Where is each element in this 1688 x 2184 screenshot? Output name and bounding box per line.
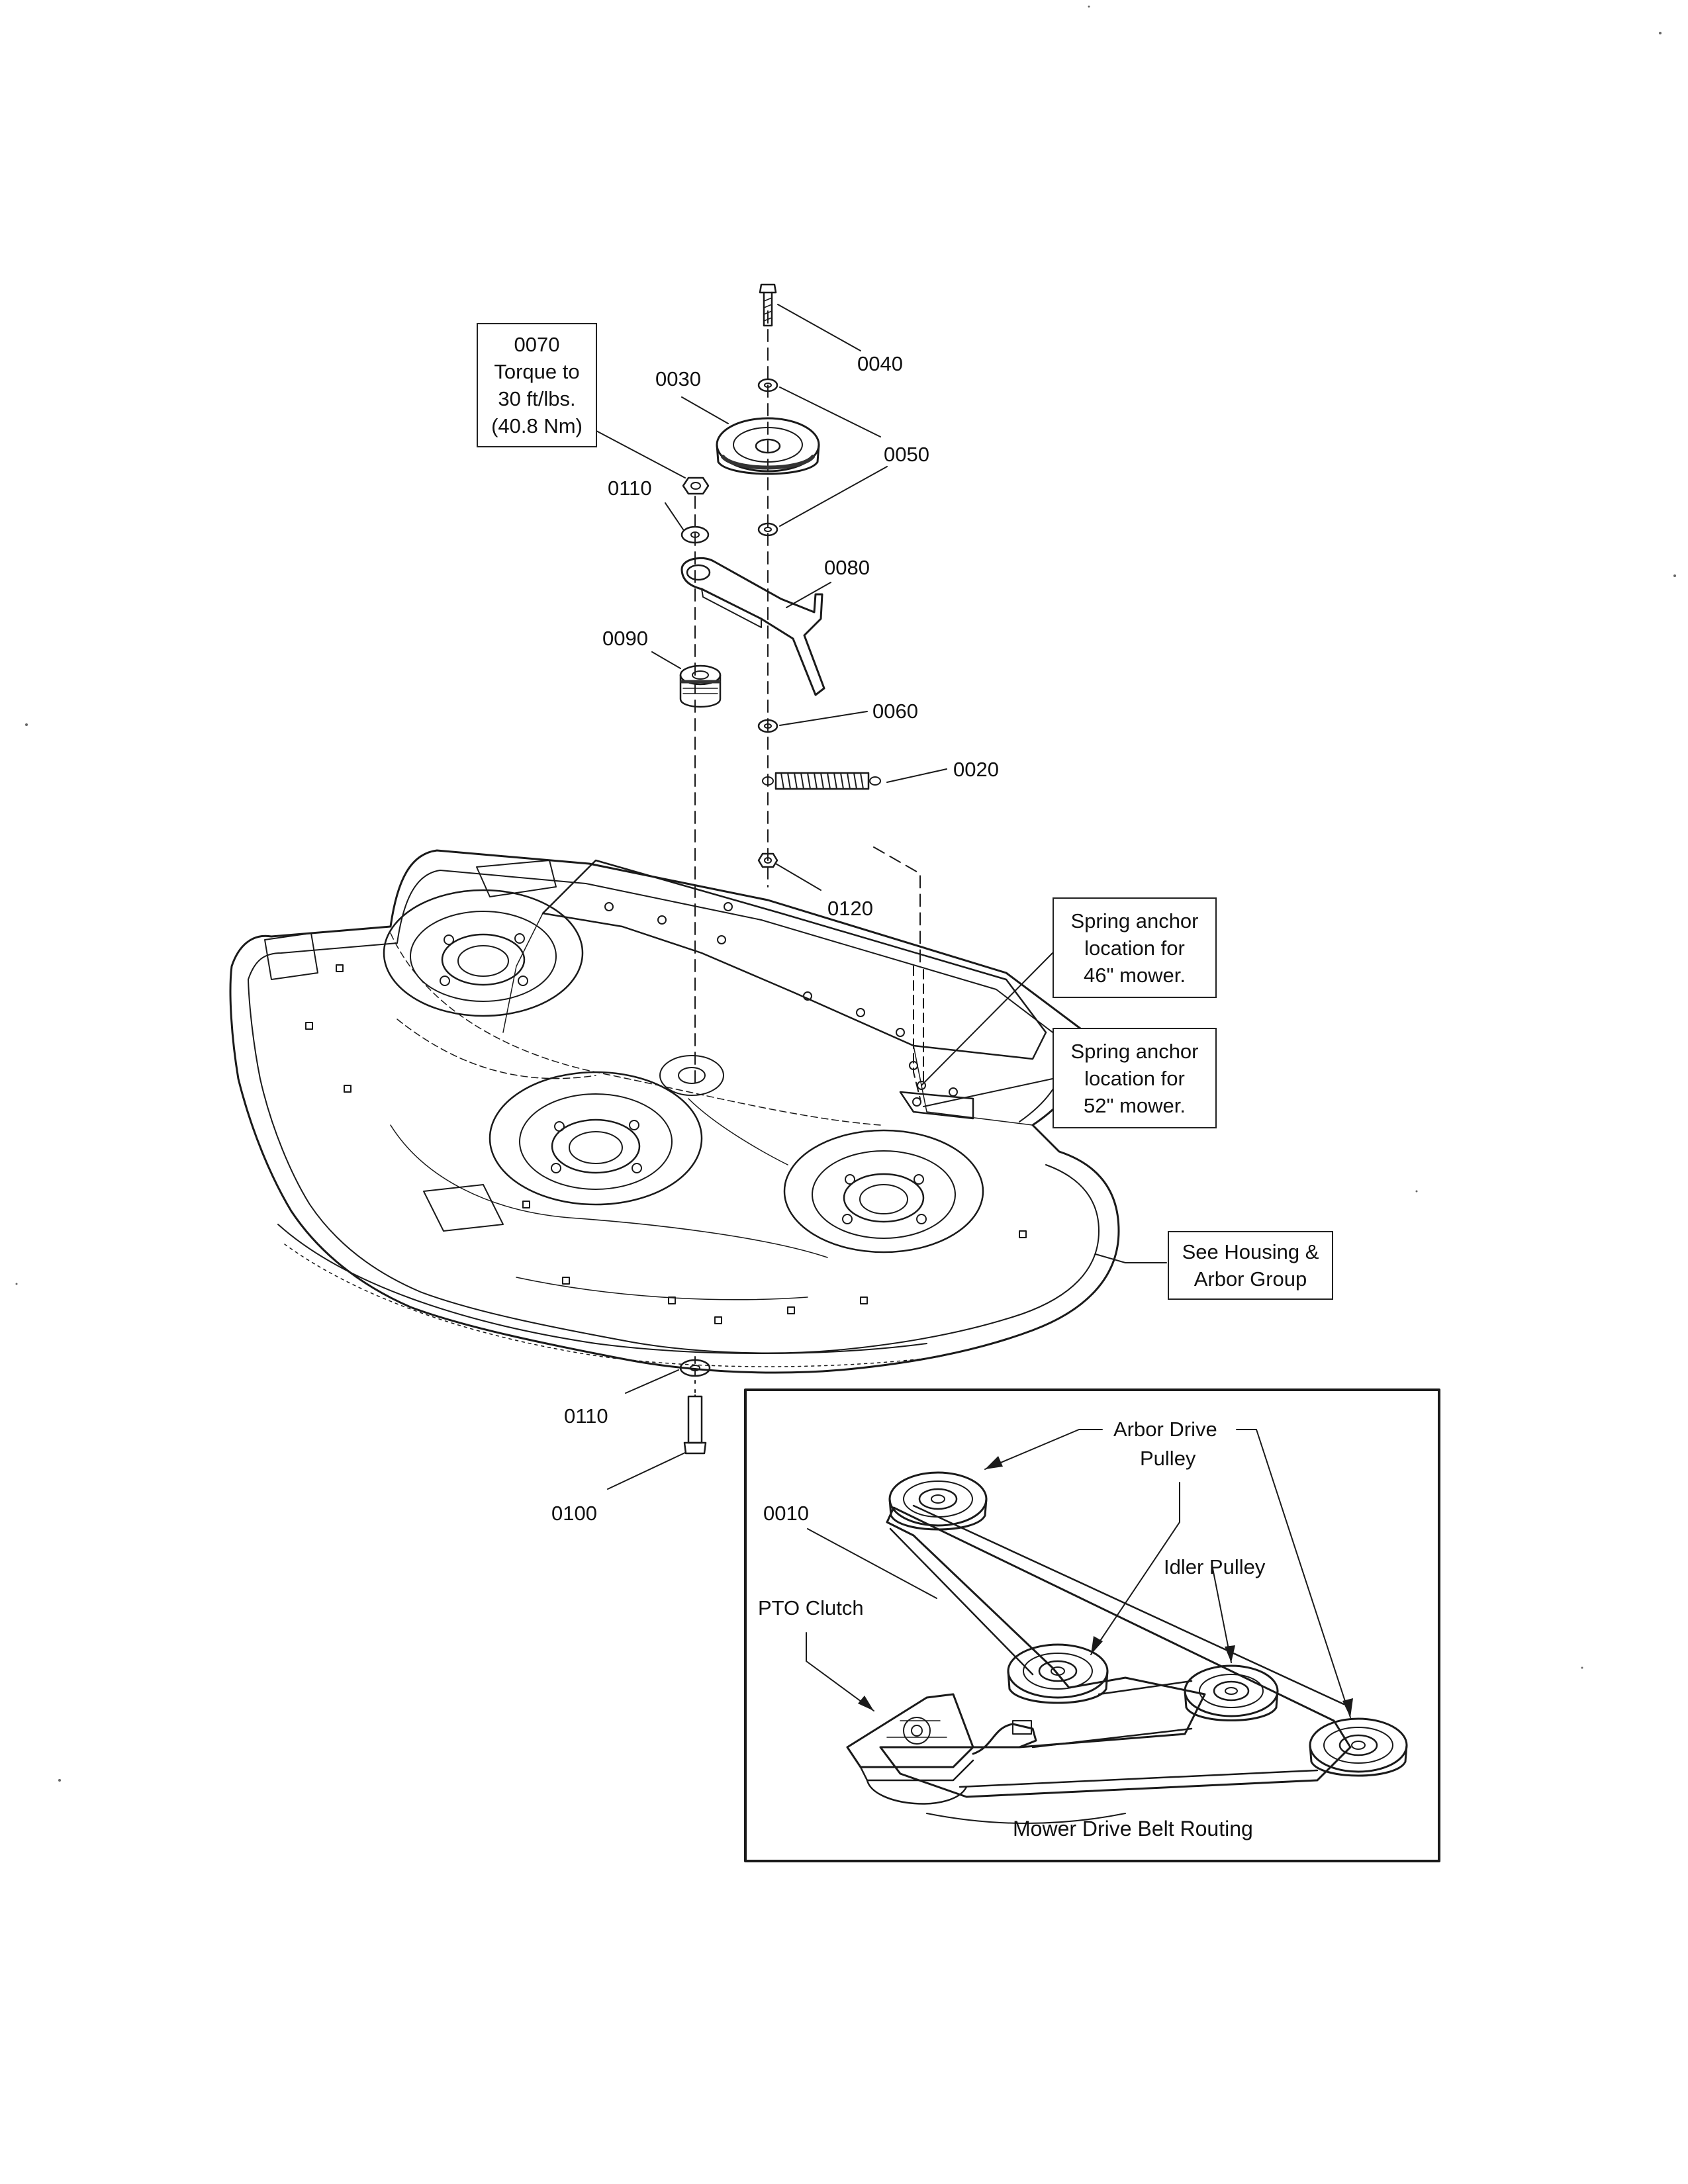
scan-speckles xyxy=(15,5,1676,1782)
label-0110-bottom: 0110 xyxy=(564,1404,608,1428)
inset-label-pulley: Pulley xyxy=(1140,1447,1196,1470)
torque-note-line: Torque to xyxy=(494,360,580,383)
washer-0050-upper xyxy=(757,378,778,392)
inset-title: Mower Drive Belt Routing xyxy=(1013,1817,1253,1841)
washer-0050-lower xyxy=(757,522,778,537)
idler-pulley-0030 xyxy=(716,417,820,475)
label-0010: 0010 xyxy=(763,1502,809,1525)
label-0110-top: 0110 xyxy=(608,477,652,500)
arbor-pulley-right xyxy=(1309,1717,1408,1777)
label-0020: 0020 xyxy=(953,758,999,781)
bolt-0040 xyxy=(759,283,777,327)
note-line: See Housing & xyxy=(1182,1240,1319,1263)
spring-0020 xyxy=(762,772,881,790)
torque-note-part: 0070 xyxy=(514,333,560,356)
bolt-0100 xyxy=(683,1389,707,1455)
label-0040: 0040 xyxy=(857,352,903,375)
spring-anchor-46-note: Spring anchor location for 46" mower. xyxy=(1053,897,1217,998)
label-0090: 0090 xyxy=(602,627,648,650)
note-line: 52" mower. xyxy=(1083,1093,1186,1117)
washer-0110-upper xyxy=(680,525,710,544)
label-0030: 0030 xyxy=(655,367,701,390)
pto-clutch xyxy=(846,1693,1126,1824)
note-line: location for xyxy=(1084,936,1185,960)
torque-note-box: 0070 Torque to 30 ft/lbs. (40.8 Nm) xyxy=(477,323,597,447)
housing-arbor-note: See Housing & Arbor Group xyxy=(1168,1231,1333,1300)
nut-0070 xyxy=(682,477,710,495)
note-line: location for xyxy=(1084,1066,1185,1090)
inset-label-arbor-drive: Arbor Drive xyxy=(1113,1418,1217,1441)
label-0120: 0120 xyxy=(827,897,873,920)
note-line: Spring anchor xyxy=(1070,909,1199,933)
note-line: 46" mower. xyxy=(1083,963,1186,987)
label-0060: 0060 xyxy=(872,700,918,723)
note-line: Spring anchor xyxy=(1070,1039,1199,1063)
label-0080: 0080 xyxy=(824,556,870,579)
bushing-0090 xyxy=(679,664,722,708)
torque-note-line: 30 ft/lbs. xyxy=(498,387,576,410)
idler-pulley-center xyxy=(1007,1643,1109,1704)
belt-routing-inset xyxy=(744,1388,1440,1862)
inset-label-idler-pulley: Idler Pulley xyxy=(1164,1555,1266,1578)
inset-label-pto-clutch: PTO Clutch xyxy=(758,1596,864,1619)
washer-0110-lower xyxy=(679,1359,711,1377)
washer-0060 xyxy=(757,719,778,733)
spring-anchor-52-note: Spring anchor location for 52" mower. xyxy=(1053,1028,1217,1128)
label-0100: 0100 xyxy=(551,1502,597,1525)
arbor-pulley-left xyxy=(888,1471,988,1531)
mower-deck xyxy=(229,849,1120,1374)
torque-note-line: (40.8 Nm) xyxy=(491,414,583,437)
label-0050: 0050 xyxy=(884,443,929,466)
nut-0120 xyxy=(757,852,778,868)
idler-arm-0080 xyxy=(680,557,825,696)
idler-pulley-right xyxy=(1184,1664,1279,1721)
note-line: Arbor Group xyxy=(1194,1267,1307,1291)
